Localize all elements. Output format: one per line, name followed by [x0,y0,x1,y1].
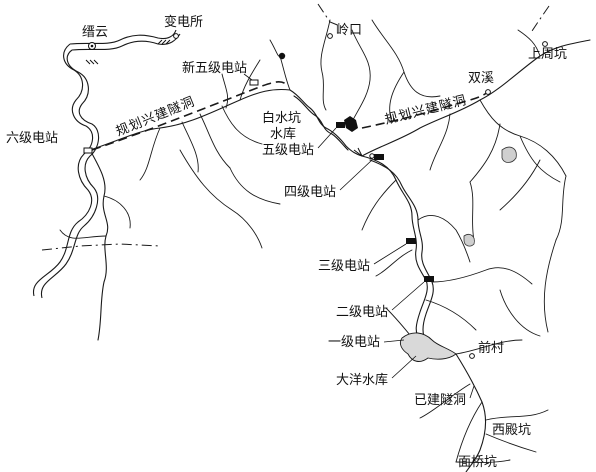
leader-siji [339,159,373,191]
label-substation: 变电所 [164,14,203,30]
label-dayang: 大洋水库 [336,372,388,388]
bridge-symbol-west [85,59,99,65]
baishuikeng-reservoir [344,116,358,132]
shangzhoukeng-town-symbol [542,41,548,47]
label-qiancun: 前村 [478,340,504,356]
main-channel [361,155,557,343]
dam-symbol-siji [353,147,363,157]
leader-sanji [373,243,407,265]
small-lake-east [501,146,517,163]
label-built-tunnel: 已建隧洞 [414,392,466,408]
xin-wuji-station-marker [249,79,259,86]
leader-erji [391,281,425,311]
label-siji: 四级电站 [284,185,336,200]
planned-tunnel-west [91,81,287,151]
border-line-northeast [529,5,550,35]
label-yiji: 一级电站 [328,335,380,350]
label-wuji: 五级电站 [262,143,314,158]
leader-built-tunnel [469,385,475,399]
siji-station-symbol [369,153,375,159]
erji-station-marker [424,276,434,282]
sanji-station-marker [406,238,416,244]
lingkou-dot [278,52,286,60]
label-lingkou: 岭口 [336,23,362,38]
jinyun-town-dot [90,44,94,48]
label-planned-tunnel-east: 规划兴建隧洞 [383,92,468,128]
siji-station-marker [374,154,384,160]
label-shuangxi: 双溪 [468,71,494,86]
river-network-east [361,29,591,241]
qiancun-town-symbol [469,353,475,359]
label-mianqiaokeng: 面桥坑 [458,455,497,470]
dayang-reservoir [399,332,457,362]
label-erji: 二级电站 [336,305,388,320]
river-network-west [59,88,291,341]
label-xin-wuji: 新五级电站 [182,60,247,76]
river-network-south [419,339,549,472]
planned-tunnel-east [361,91,489,129]
label-liuji: 六级电站 [6,131,58,146]
lingkou-town-symbol [327,33,333,39]
shuangxi-town-symbol [485,89,491,95]
label-baishuikeng-1: 白水坑 [262,110,301,126]
liuji-station-marker [83,147,93,154]
road [33,29,181,299]
bridge-symbol-substation [157,39,171,45]
small-lake-center [463,234,475,247]
leader-wuji [317,127,337,149]
leader-yiji [383,339,405,343]
label-shangzhoukeng: 上周坑 [528,47,567,62]
label-xidiankeng: 西殿坑 [492,423,531,438]
river-network-north [221,19,441,157]
substation-symbol [173,33,179,39]
wuji-station-marker [336,122,345,128]
leader-dayang [391,355,417,379]
label-sanji: 三级电站 [318,259,370,274]
leader-xin-wuji [243,73,253,81]
label-jinyun: 缙云 [82,25,108,40]
border-line-west [41,243,161,251]
label-baishuikeng-2: 水库 [270,126,296,142]
